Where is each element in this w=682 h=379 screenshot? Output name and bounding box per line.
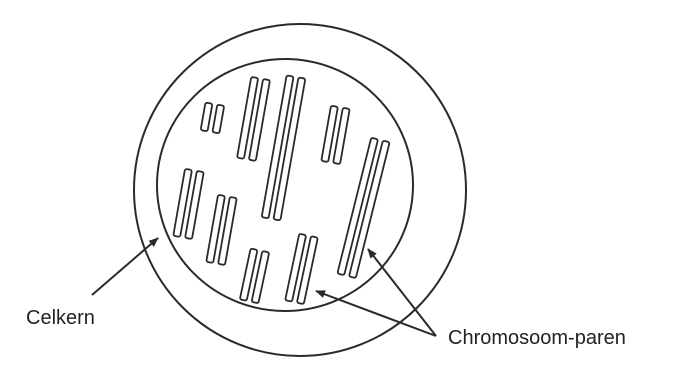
chromosome-pair — [321, 106, 349, 164]
chromosome-pair — [337, 138, 389, 278]
chromosome-pair — [173, 169, 204, 239]
chromosome-pair — [201, 103, 225, 134]
nucleus-pointer-arrow — [92, 238, 158, 295]
chromosome-pair — [237, 77, 270, 161]
chromosome-pair — [285, 234, 318, 304]
chromosome-pair — [206, 195, 237, 265]
chromosomes — [173, 75, 389, 304]
nucleus-label: Celkern — [26, 307, 95, 330]
chromosome-pair — [240, 248, 269, 303]
chromosome-pairs-label: Chromosoom-paren — [448, 327, 626, 350]
chromosome-pair — [262, 75, 306, 220]
